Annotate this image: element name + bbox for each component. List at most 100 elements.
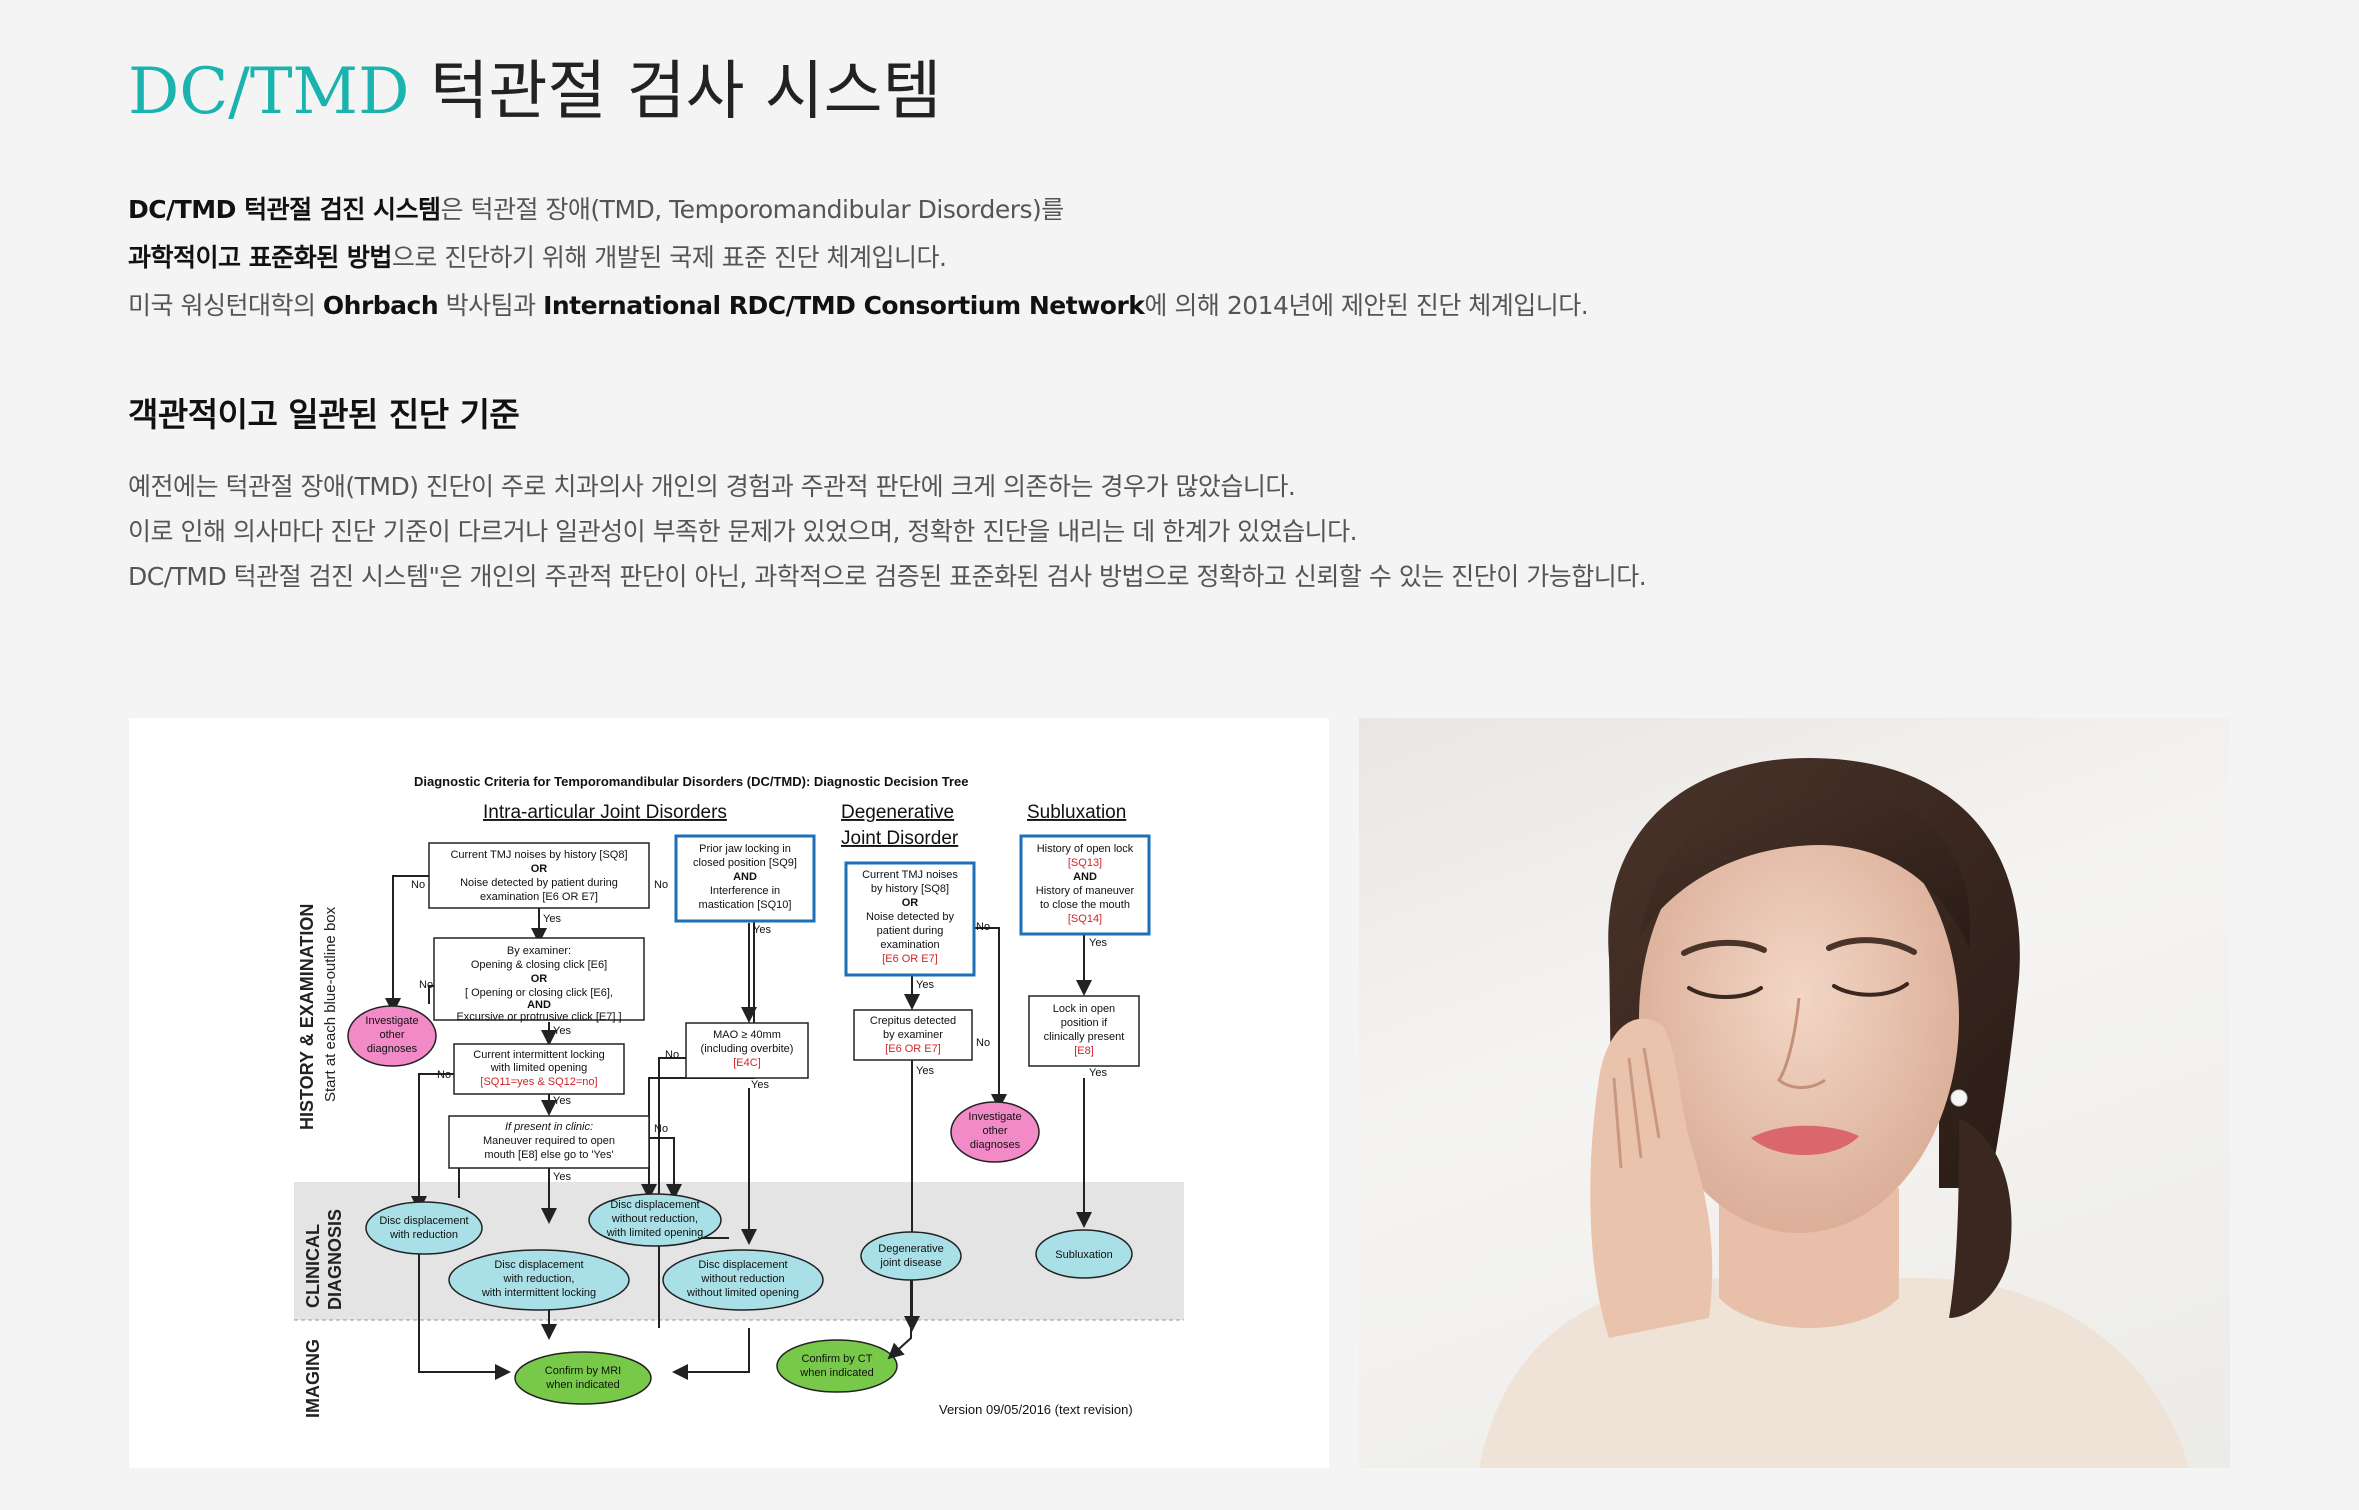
intro-line-2-rest: 으로 진단하기 위해 개발된 국제 표준 진단 체계입니다.	[391, 243, 947, 272]
box-current-noises-line-1: Current TMJ noises by history [SQ8]	[450, 849, 627, 861]
dx-degenerative-line-2: joint disease	[879, 1257, 941, 1269]
intro-line-1-rest: 은 턱관절 장애(TMD, Temporomandibular Disorder…	[440, 195, 1065, 224]
box-crepitus-hist-line-1: Current TMJ noises	[862, 869, 958, 881]
ponytail-shape	[1949, 1118, 2012, 1318]
no-label-6: No	[665, 1049, 679, 1061]
intro-text: DC/TMD 턱관절 검진 시스템은 턱관절 장애(TMD, Temporoma…	[128, 186, 2028, 330]
col-intra-heading: Intra-articular Joint Disorders	[483, 802, 727, 823]
dx-with-reduction-line-2: with reduction	[389, 1229, 458, 1241]
side-label-imaging: IMAGING	[303, 1339, 323, 1418]
box-crepitus-hist-line-7: [E6 OR E7]	[882, 953, 938, 965]
box-examiner-click	[433, 937, 645, 1021]
decision-tree-diagram: Diagnostic Criteria for Temporomandibula…	[129, 718, 1329, 1468]
box-crepitus-hist-line-2: by history [SQ8]	[871, 883, 949, 895]
page-title-rest: 턱관절 검사 시스템	[429, 55, 942, 129]
box-lock-open	[1028, 995, 1140, 1067]
box-examiner-line-5: AND	[527, 999, 551, 1011]
box-crepitus-hist-line-5: patient during	[877, 925, 944, 937]
side-label-clinical-2: DIAGNOSIS	[325, 1209, 345, 1310]
intro-line-1-bold: DC/TMD 턱관절 검진 시스템	[128, 195, 441, 224]
section-heading: 객관적이고 일관된 진단 기준	[128, 395, 520, 434]
no-label-8: No	[976, 1037, 990, 1049]
patient-photo	[1359, 718, 2230, 1468]
box-lock-open-line-3: clinically present	[1044, 1031, 1125, 1043]
earring-icon	[1950, 1089, 1968, 1107]
box-crepitus-exam-line-2: by examiner	[883, 1029, 943, 1041]
dx-disc-without-reduction-no-limit	[662, 1249, 824, 1311]
box-prior-locking-line-4: Interference in	[710, 885, 780, 897]
intro-line-2-bold: 과학적이고 표준화된 방법	[128, 243, 392, 272]
no-label-5: No	[654, 1123, 668, 1135]
dx-wr-nolimit-line-3: without limited opening	[686, 1287, 799, 1299]
diagram-title: Diagnostic Criteria for Temporomandibula…	[414, 774, 969, 789]
imaging-ct-line-2: when indicated	[799, 1367, 873, 1379]
box-in-clinic-line-2: Maneuver required to open	[483, 1135, 615, 1147]
box-open-lock-line-3: AND	[1073, 871, 1097, 883]
eyebrow-right	[1826, 937, 1917, 955]
box-mao-line-1: MAO ≥ 40mm	[713, 1029, 781, 1041]
side-label-history: HISTORY & EXAMINATION	[297, 904, 317, 1130]
investigate-2-line-2: other	[982, 1125, 1007, 1137]
box-crepitus-exam	[853, 1009, 973, 1061]
dx-disc-without-reduction-limited	[588, 1193, 722, 1247]
box-intermittent-locking	[453, 1043, 625, 1095]
box-examiner-line-2: Opening & closing click [E6]	[471, 959, 607, 971]
box-prior-locking-line-2: closed position [SQ9]	[693, 857, 797, 869]
dx-wr-nolimit-line-1: Disc displacement	[698, 1259, 787, 1271]
box-current-noises	[428, 842, 650, 909]
no-label-3: No	[419, 979, 433, 991]
intro-line-3-a: 미국 워싱턴대학의	[128, 291, 323, 320]
face-shape	[1639, 803, 1959, 1233]
yes-label-1: Yes	[543, 913, 561, 925]
box-in-clinic	[448, 1115, 650, 1169]
dx-wr-limited-line-3: with limited opening	[606, 1227, 704, 1239]
dx-intermittent-line-1: Disc displacement	[494, 1259, 583, 1271]
section-line-1: 예전에는 턱관절 장애(TMD) 진단이 주로 치과의사 개인의 경험과 주관적…	[128, 472, 1296, 501]
intro-line-2: 과학적이고 표준화된 방법으로 진단하기 위해 개발된 국제 표준 진단 체계입…	[128, 234, 2028, 282]
intro-line-3: 미국 워싱턴대학의 Ohrbach 박사팀과 International RDC…	[128, 282, 2028, 330]
no-label-7: No	[976, 921, 990, 933]
yes-label-4: Yes	[553, 1095, 571, 1107]
box-examiner-line-1: By examiner:	[507, 945, 571, 957]
intro-line-3-b: Ohrbach	[322, 291, 439, 320]
box-crepitus-hist-line-6: examination	[880, 939, 939, 951]
box-open-lock-line-2: [SQ13]	[1068, 857, 1102, 869]
box-mao	[685, 1022, 809, 1079]
box-examiner-line-4: [ Opening or closing click [E6],	[465, 987, 613, 999]
box-examiner-line-3: OR	[531, 973, 548, 985]
box-mao-line-2: (including overbite)	[701, 1043, 794, 1055]
col-degen-heading-2: Joint Disorder	[841, 828, 959, 849]
dx-wr-limited-line-1: Disc displacement	[610, 1199, 699, 1211]
box-in-clinic-line-1: If present in clinic:	[505, 1121, 593, 1133]
section-line-3: DC/TMD 턱관절 검진 시스템"은 개인의 주관적 판단이 아닌, 과학적으…	[128, 562, 1647, 591]
dx-wr-limited-line-2: without reduction,	[611, 1213, 698, 1225]
box-open-lock	[1019, 834, 1151, 936]
no-label-1: No	[411, 879, 425, 891]
yes-label-8: Yes	[916, 1065, 934, 1077]
col-sub-heading: Subluxation	[1027, 802, 1126, 823]
yes-label-3: Yes	[553, 1025, 571, 1037]
box-crepitus-history	[844, 861, 976, 977]
box-prior-locking-line-3: AND	[733, 871, 757, 883]
dx-subluxation-line-1: Subluxation	[1055, 1249, 1113, 1261]
imaging-mri	[514, 1351, 652, 1405]
box-in-clinic-line-3: mouth [E8] else go to 'Yes'	[484, 1149, 613, 1161]
box-open-lock-line-1: History of open lock	[1037, 843, 1134, 855]
box-intermittent-line-2: with limited opening	[490, 1062, 588, 1074]
yes-label-7: Yes	[916, 979, 934, 991]
intro-line-3-e: 에 의해 2014년에 제안된 진단 체계입니다.	[1144, 291, 1589, 320]
nose-shape	[1777, 997, 1826, 1089]
no-label-2: No	[654, 879, 668, 891]
side-label-clinical-1: CLINICAL	[303, 1224, 323, 1308]
box-prior-locking-line-1: Prior jaw locking in	[699, 843, 791, 855]
eye-left	[1687, 986, 1763, 999]
dx-subluxation	[1035, 1229, 1133, 1279]
box-lock-open-line-1: Lock in open	[1053, 1003, 1115, 1015]
investigate-1-line-2: other	[379, 1029, 404, 1041]
yes-label-9: Yes	[1089, 937, 1107, 949]
investigate-1-line-3: diagnoses	[367, 1043, 418, 1055]
investigate-2-line-1: Investigate	[968, 1111, 1021, 1123]
box-open-lock-line-6: [SQ14]	[1068, 913, 1102, 925]
side-label-history-sub: Start at each blue-outline box	[322, 906, 339, 1102]
section-line-2: 이로 인해 의사마다 진단 기준이 다르거나 일관성이 부족한 문제가 있었으며…	[128, 517, 1358, 546]
